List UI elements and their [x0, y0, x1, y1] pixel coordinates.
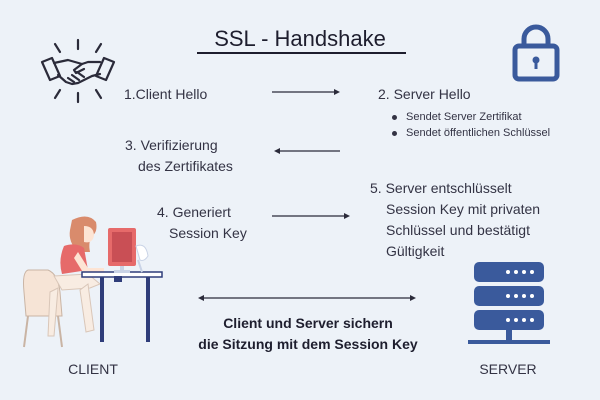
step-verify-line2: des Zertifikates — [138, 158, 233, 174]
secure-session-message: Client und Server sichern die Sitzung mi… — [168, 313, 448, 355]
step-client-hello: 1.Client Hello — [124, 86, 208, 102]
server-rack-icon — [468, 258, 550, 350]
step-server-hello: 2. Server Hello — [378, 86, 471, 102]
step-generate: 4. Generiert Session Key — [157, 202, 247, 244]
step-verify: 3. Verifizierung des Zertifikates — [125, 135, 233, 177]
person-at-computer-icon — [18, 212, 163, 352]
server-label: SERVER — [479, 361, 537, 377]
client-label: CLIENT — [68, 361, 118, 377]
handshake-icon — [38, 38, 118, 104]
step-generate-line2: Session Key — [169, 225, 247, 241]
title-underline — [197, 52, 406, 54]
padlock-icon — [512, 24, 560, 82]
secure-session-line2: die Sitzung mit dem Session Key — [198, 336, 418, 352]
arrow-client-to-server-2 — [272, 213, 350, 219]
secure-session-line1: Client und Server sichern — [223, 315, 393, 331]
step-decrypt: 5. Server entschlüsselt Session Key mit … — [370, 178, 540, 262]
bullet-send-certificate: Sendet Server Zertifikat — [388, 109, 588, 125]
step-verify-line1: 3. Verifizierung — [125, 137, 218, 153]
arrow-client-to-server-1 — [272, 89, 340, 95]
bullet-send-public-key: Sendet öffentlichen Schlüssel — [388, 125, 588, 141]
server-hello-bullets: Sendet Server Zertifikat Sendet öffentli… — [388, 109, 588, 141]
step-decrypt-line3: Schlüssel und bestätigt — [386, 222, 530, 238]
bidirectional-arrow — [198, 295, 416, 301]
step-decrypt-line4: Gültigkeit — [386, 243, 445, 259]
step-generate-line1: 4. Generiert — [157, 204, 231, 220]
diagram-title: SSL - Handshake — [214, 26, 386, 51]
step-decrypt-line1: 5. Server entschlüsselt — [370, 180, 512, 196]
step-decrypt-line2: Session Key mit privaten — [386, 201, 541, 217]
arrow-server-to-client — [274, 148, 340, 154]
